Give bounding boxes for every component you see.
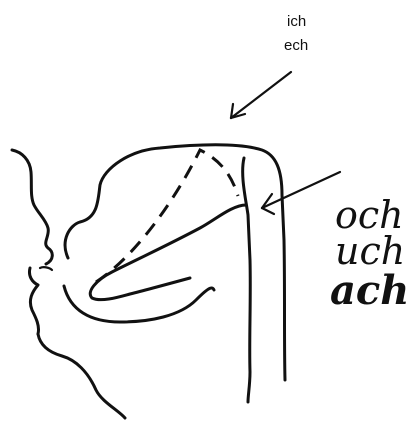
arrow-velar [262,172,340,214]
lower-lip [40,267,52,270]
face-profile [12,150,52,334]
chin-throat [38,334,125,418]
arrow-palatal [231,72,291,118]
palate-outer [65,145,285,380]
label-ich: ich [287,13,306,30]
tongue [90,205,246,300]
pharynx-wall [243,158,251,402]
label-ech: ech [284,37,308,54]
label-ach: ach [330,267,409,314]
